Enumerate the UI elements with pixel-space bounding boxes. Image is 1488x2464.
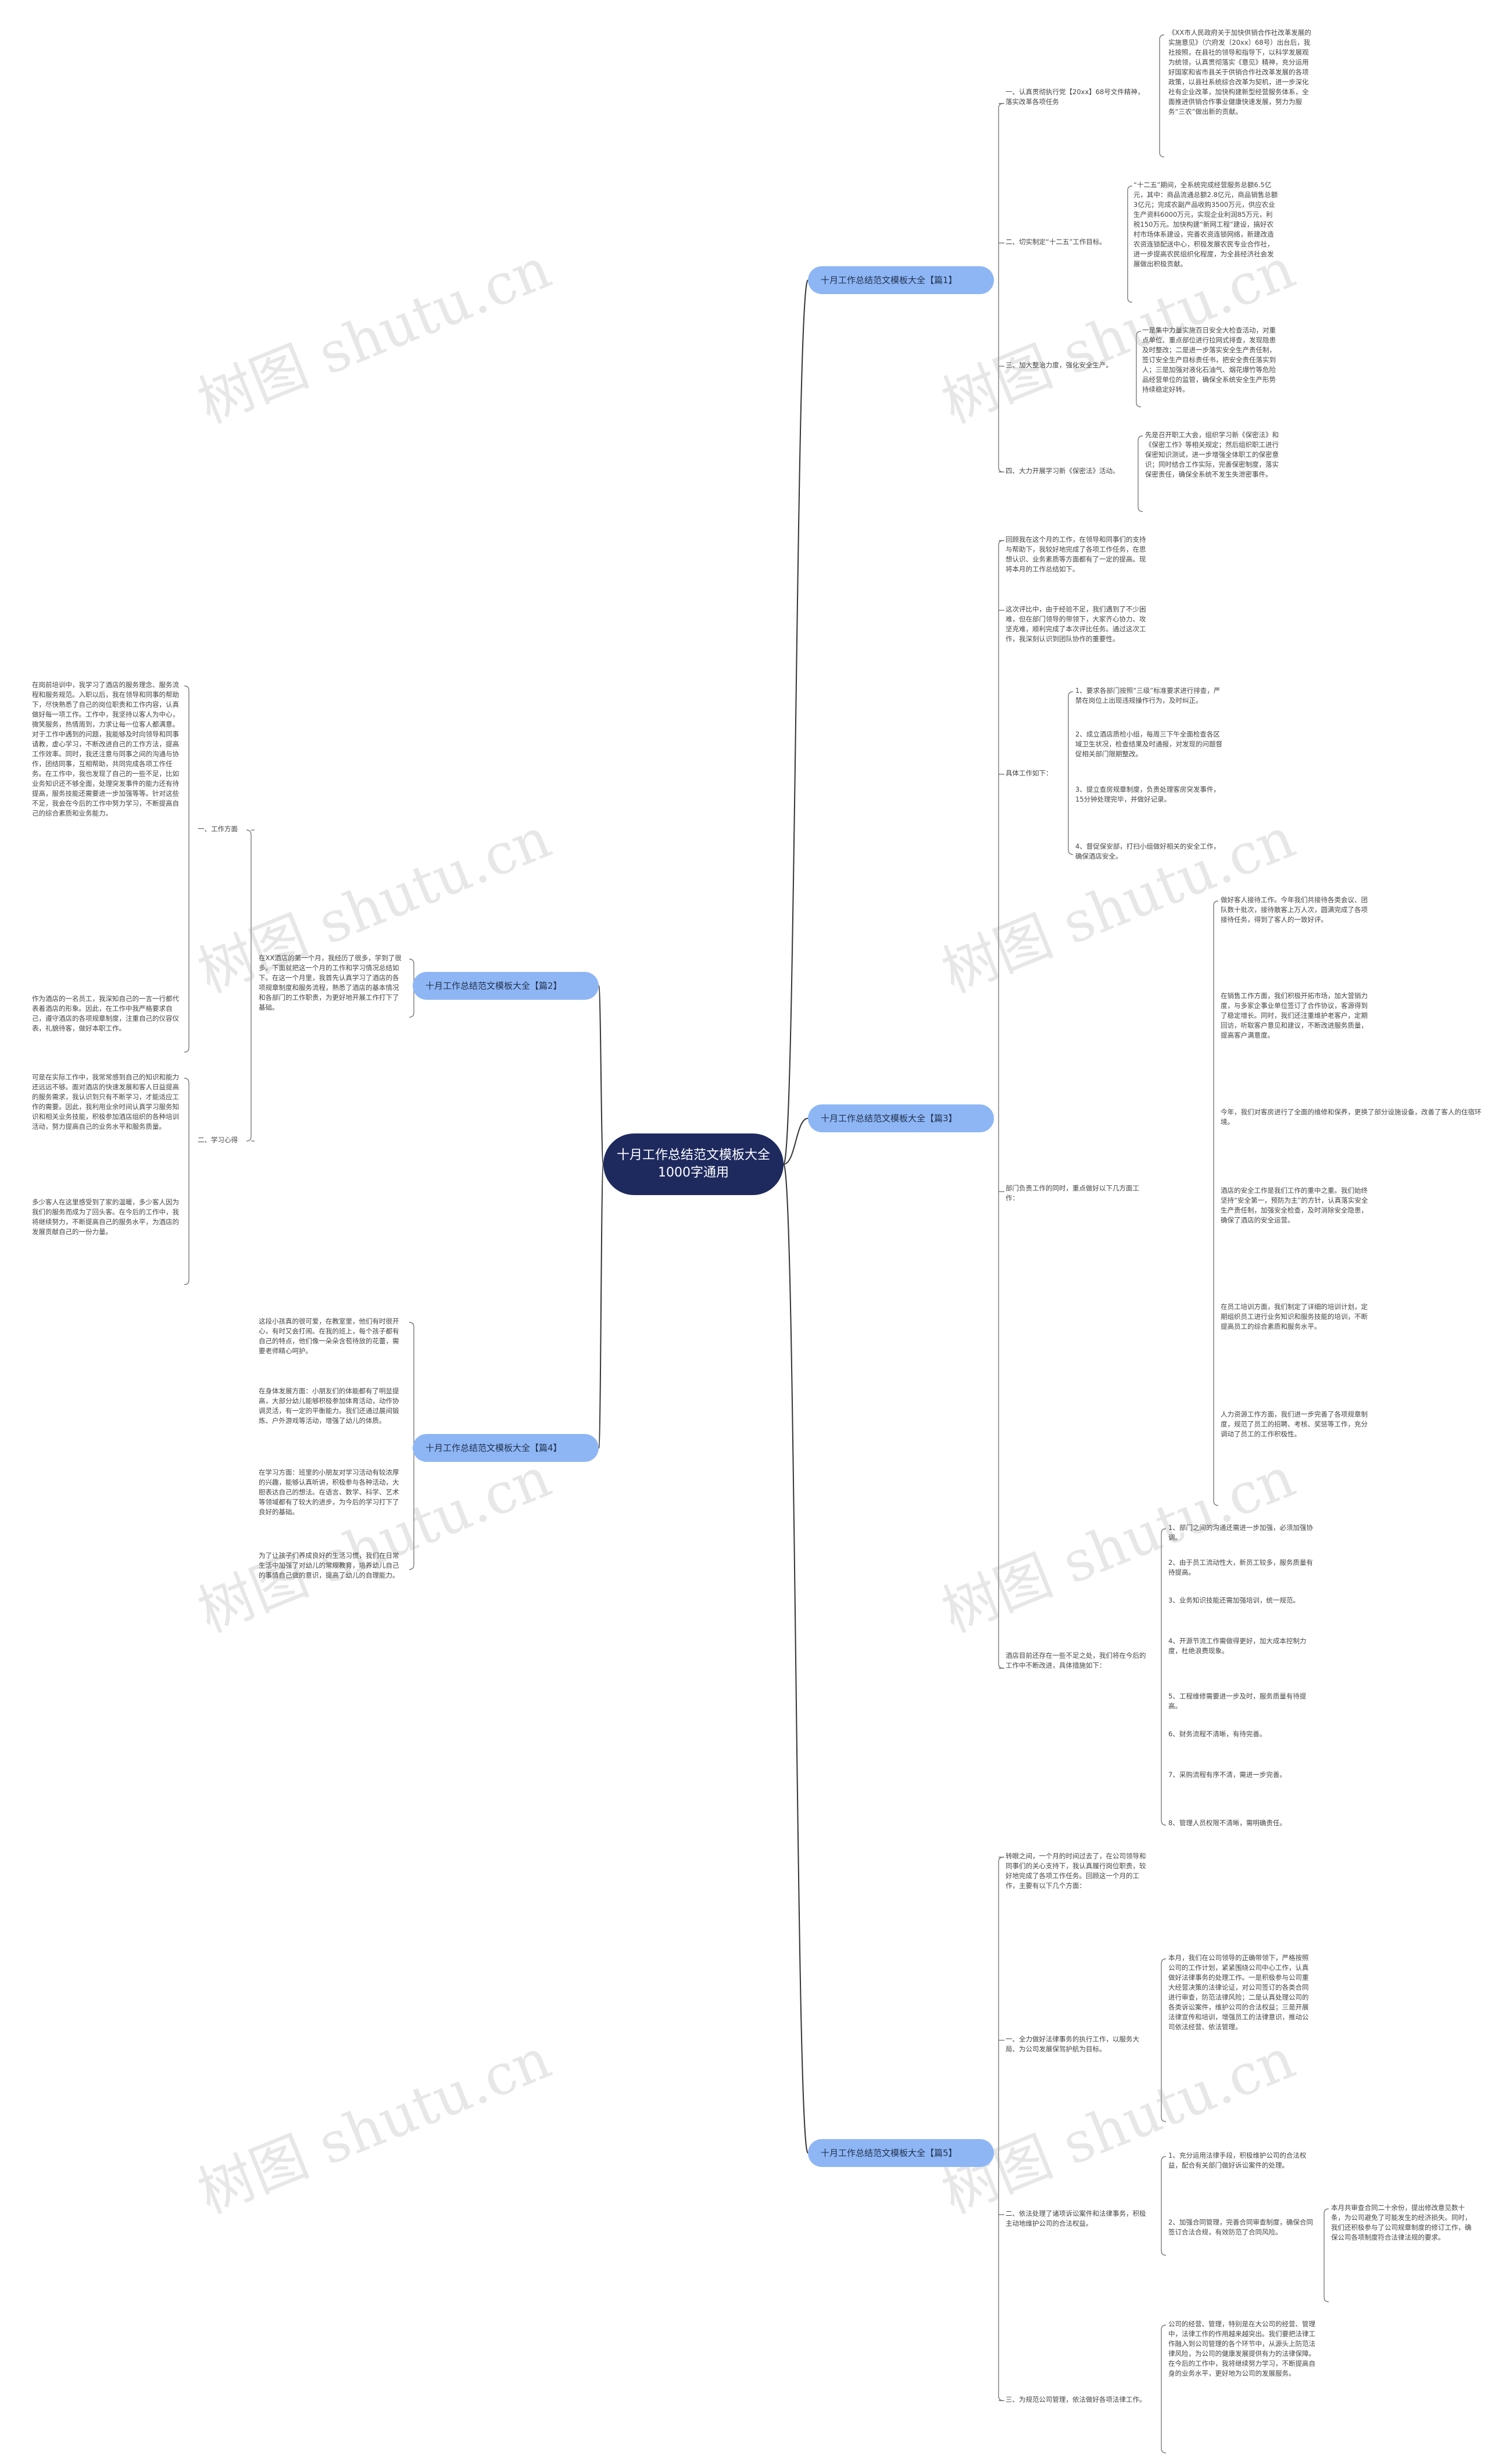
p5-item-1-detail: 本月，我们在公司领导的正确带领下，严格按照公司的工作计划，紧紧围绕公司中心工作，… — [1168, 1954, 1309, 2031]
p1-item-3-detail: 一是集中力量实施百日安全大检查活动，对重点单位、重点部位进行拉网式排查，发现隐患… — [1142, 326, 1276, 394]
p5-item-1: 一、全力做好法律事务的执行工作，以服务大局、为公司发展保驾护航为目标。 — [1006, 2035, 1139, 2053]
connector-line — [598, 1164, 604, 1449]
p2-section-1: 一、工作方面 — [198, 825, 238, 833]
p1-item-1-detail: 《XX市人民政府关于加快供销合作社改革发展的实施意见》（穴府发〔20xx〕68号… — [1168, 28, 1311, 116]
root-topic[interactable]: 十月工作总结范文模板大全1000字通用 — [603, 1133, 784, 1195]
bracket-line — [1161, 1958, 1167, 2122]
p3-task-3: 3、提立查房规章制度，负责处理客房突发事件，15分钟处理完毕，并做好记录。 — [1075, 785, 1220, 803]
p3-focus-2: 在销售工作方面，我们积极开拓市场，加大营销力度，与多家企事业单位签订了合作协议，… — [1221, 992, 1368, 1039]
p1-item-2: 二、切实制定“十二五”工作目标。 — [1006, 238, 1106, 246]
p5-item-2: 二、依法处理了诸项诉讼案件和法律事务，积极主动地维护公司的合法权益。 — [1006, 2209, 1146, 2227]
p3-summary: 这次评比中，由于经验不足，我们遇到了不少困难，但在部门领导的带领下，大家齐心协力… — [1006, 605, 1146, 643]
p3-focus-5: 在员工培训方面，我们制定了详细的培训计划，定期组织员工进行业务知识和服务技能的培… — [1221, 1303, 1368, 1331]
p2-section-1-extra: 作为酒店的一名员工，我深知自己的一言一行都代表着酒店的形象。因此，在工作中我严格… — [32, 995, 179, 1032]
p5-item-2c: 本月共审查合同二十余份，提出修改意见数十条，为公司避免了可能发生的经济损失。同时… — [1331, 2204, 1472, 2241]
p5-item-3-detail: 公司的经营、管理，特别是在大公司的经营、管理中，法律工作的作用越来越突出。我们要… — [1168, 2320, 1315, 2377]
bracket-line — [1324, 2208, 1329, 2302]
p4-item-1: 这段小孩真的很可爱，在教室里，他们有时很开心，有时又会打闹。在我的班上，每个孩子… — [259, 1317, 399, 1355]
p3-improve-8: 8、管理人员权限不清晰，需明确责任。 — [1168, 1819, 1286, 1827]
p3-task-2: 2、成立酒店质检小组，每周三下午全面检查各区域卫生状况，检查结果及时通报，对发现… — [1075, 730, 1222, 758]
bracket-line — [184, 1078, 189, 1285]
connector-line — [598, 985, 604, 1165]
branch-p5[interactable]: 十月工作总结范文模板大全【篇5】 — [808, 2139, 994, 2167]
p3-improve-4: 4、开源节流工作需做得更好，加大成本控制力度，杜绝浪费现象。 — [1168, 1637, 1307, 1655]
bracket-line — [1127, 185, 1133, 303]
p5-intro: 转眼之间，一个月的时间过去了，在公司领导和同事们的关心支持下，我认真履行岗位职责… — [1006, 1852, 1146, 1890]
p2-intro: 在XX酒店的第一个月，我经历了很多，学到了很多。下面就把这一个月的工作和学习情况… — [259, 954, 402, 1011]
p3-focus-3: 今年，我们对客房进行了全面的维修和保养，更换了部分设施设备，改善了客人的住宿环境… — [1221, 1108, 1482, 1126]
bracket-line — [1161, 2156, 1167, 2256]
p3-focus-6: 人力资源工作方面，我们进一步完善了各项规章制度，规范了员工的招聘、考核、奖惩等工… — [1221, 1410, 1368, 1438]
p2-section-2-detail: 可是在实际工作中，我常常感到自己的知识和能力还远远不够。面对酒店的快速发展和客人… — [32, 1073, 179, 1131]
p1-item-2-detail: “十二五”期间，全系统完成经营服务总额6.5亿元，其中：商品流通总额2.8亿元，… — [1133, 181, 1278, 268]
bracket-line — [998, 1857, 1004, 2401]
p3-improve-heading: 酒店目前还存在一些不足之处，我们将在今后的工作中不断改进，具体措施如下： — [1006, 1651, 1146, 1669]
bracket-line — [184, 685, 189, 1053]
p3-task-1: 1、要求各部门按照“三级”标准要求进行排查，严禁在岗位上出现违规操作行为，及时纠… — [1075, 686, 1221, 704]
bracket-line — [998, 540, 1004, 1669]
p3-improve-7: 7、采购流程有序不清，需进一步完善。 — [1168, 1771, 1286, 1779]
bracket-line — [1138, 435, 1143, 512]
p3-improve-1: 1、部门之间的沟通还需进一步加强，必须加强协调。 — [1168, 1524, 1313, 1542]
bracket-line — [998, 103, 1004, 473]
bracket-line — [246, 829, 252, 1142]
p3-focus-1: 做好客人接待工作。今年我们共接待各类会议、团队数十批次，接待散客上万人次，圆满完… — [1221, 896, 1368, 924]
connector-line — [783, 1118, 809, 1165]
p3-improve-5: 5、工程维修需要进一步及时，服务质量有待提高。 — [1168, 1692, 1307, 1710]
p5-item-3: 三、为规范公司管理，依法做好各项法律工作。 — [1006, 2395, 1146, 2404]
p5-item-2a: 1、充分运用法律手段，积极维护公司的合法权益，配合有关部门做好诉讼案件的处理。 — [1168, 2151, 1307, 2169]
p4-item-2: 在身体发展方面：小朋友们的体能都有了明显提高，大部分幼儿能够积极参加体育活动，动… — [259, 1387, 399, 1425]
bracket-line — [1159, 34, 1165, 158]
p2-section-1-detail: 在岗前培训中，我学习了酒店的服务理念、服务流程和服务规范。入职以后，我在领导和同… — [32, 681, 179, 817]
branch-p2[interactable]: 十月工作总结范文模板大全【篇2】 — [413, 972, 599, 1000]
bracket-line — [1161, 1528, 1167, 1826]
p3-focus-4: 酒店的安全工作是我们工作的重中之重。我们始终坚持“安全第一，预防为主”的方针，认… — [1221, 1186, 1368, 1224]
p3-improve-2: 2、由于员工流动性大，新员工较多，服务质量有待提高。 — [1168, 1558, 1313, 1576]
p1-item-1: 一、认真贯彻执行党【20xx】68号文件精神，落实改革各项任务 — [1006, 88, 1144, 106]
branch-p3[interactable]: 十月工作总结范文模板大全【篇3】 — [808, 1104, 994, 1132]
p3-intro: 回顾我在这个月的工作，在领导和同事们的支持与帮助下，我较好地完成了各项工作任务，… — [1006, 535, 1146, 573]
p5-item-2b: 2、加强合同管理，完善合同审查制度，确保合同签订合法合规，有效防范了合同风险。 — [1168, 2218, 1313, 2236]
p3-improve-6: 6、财务流程不清晰，有待完善。 — [1168, 1730, 1267, 1738]
p3-focus-heading: 部门负责工作的同时，重点做好以下几方面工作： — [1006, 1184, 1139, 1202]
p1-item-4-detail: 先是召开职工大会，组织学习新《保密法》和《保密工作》等相关规定；然后组织职工进行… — [1145, 431, 1279, 478]
bracket-line — [1161, 2324, 1167, 2454]
bracket-line — [1136, 331, 1142, 407]
connector-line — [783, 280, 809, 1165]
p4-item-3: 在学习方面：班里的小朋友对学习活动有较浓厚的兴趣，能够认真听讲，积极参与各种活动… — [259, 1468, 399, 1516]
p1-item-3: 三、加大整治力度，强化安全生产。 — [1006, 361, 1113, 369]
branch-p4[interactable]: 十月工作总结范文模板大全【篇4】 — [413, 1434, 599, 1462]
p2-section-2: 二、学习心得 — [198, 1136, 238, 1144]
p4-item-4: 为了让孩子们养成良好的生活习惯，我们在日常生活中加强了对幼儿的常规教育，培养幼儿… — [259, 1551, 399, 1579]
p1-item-4: 四、大力开展学习新《保密法》活动。 — [1006, 467, 1119, 475]
p2-section-2-extra: 多少客人在这里感受到了家的温暖，多少客人因为我们的服务而成为了回头客。在今后的工… — [32, 1198, 179, 1236]
p3-improve-3: 3、业务知识技能还需加强培训，统一规范。 — [1168, 1596, 1300, 1604]
branch-p1[interactable]: 十月工作总结范文模板大全【篇1】 — [808, 266, 994, 294]
bracket-line — [1213, 900, 1219, 1506]
p3-task-4: 4、督促保安部，打扫小组做好相关的安全工作，确保酒店安全。 — [1075, 842, 1220, 860]
p3-tasks-heading: 具体工作如下： — [1006, 769, 1053, 777]
connector-line — [783, 1164, 809, 2154]
bracket-line — [1068, 691, 1074, 855]
